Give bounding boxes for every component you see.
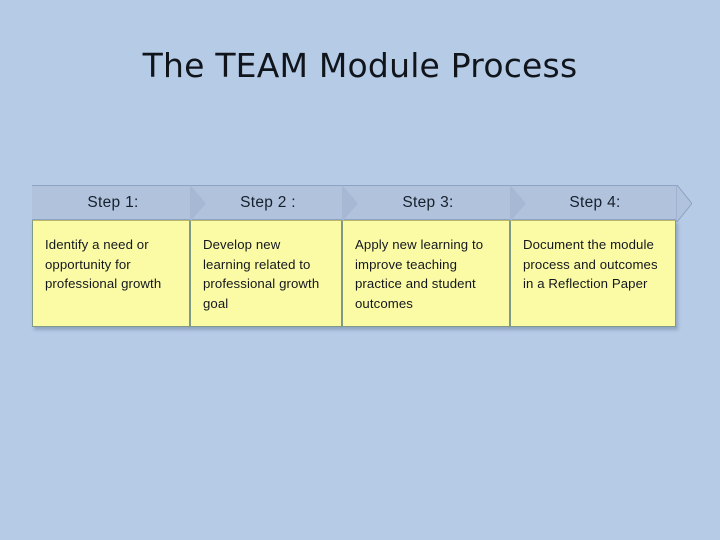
process-step-1[interactable]: Step 1: Identify a need or opportunity f…	[32, 185, 206, 327]
step-2-header-label: Step 2 :	[240, 193, 296, 211]
chevron-notch-icon	[190, 185, 206, 222]
step-1-body-text: Identify a need or opportunity for profe…	[45, 237, 162, 291]
process-step-3[interactable]: Step 3: Apply new learning to improve te…	[342, 185, 526, 327]
chevron-notch-icon	[342, 185, 358, 222]
step-4-body-text: Document the module process and outcomes…	[523, 237, 658, 291]
step-3-header-chevron: Step 3:	[342, 185, 526, 222]
step-3-body-text: Apply new learning to improve teaching p…	[355, 237, 484, 311]
process-step-2[interactable]: Step 2 : Develop new learning related to…	[190, 185, 358, 327]
process-diagram: Step 1: Identify a need or opportunity f…	[32, 185, 692, 327]
step-1-header-chevron: Step 1:	[32, 185, 206, 222]
step-4-header-chevron: Step 4:	[510, 185, 692, 222]
step-2-body-text: Develop new learning related to professi…	[203, 237, 320, 311]
step-3-body: Apply new learning to improve teaching p…	[342, 220, 510, 327]
chevron-arrow-icon	[676, 185, 692, 222]
step-3-header-label: Step 3:	[402, 193, 454, 211]
step-4-body: Document the module process and outcomes…	[510, 220, 676, 327]
step-2-header-chevron: Step 2 :	[190, 185, 358, 222]
page-title: The TEAM Module Process	[142, 46, 578, 85]
process-step-4[interactable]: Step 4: Document the module process and …	[510, 185, 692, 327]
step-2-body: Develop new learning related to professi…	[190, 220, 342, 327]
step-1-header-label: Step 1:	[87, 193, 139, 211]
step-4-header-label: Step 4:	[569, 193, 621, 211]
step-1-body: Identify a need or opportunity for profe…	[32, 220, 190, 327]
chevron-notch-icon	[510, 185, 526, 222]
